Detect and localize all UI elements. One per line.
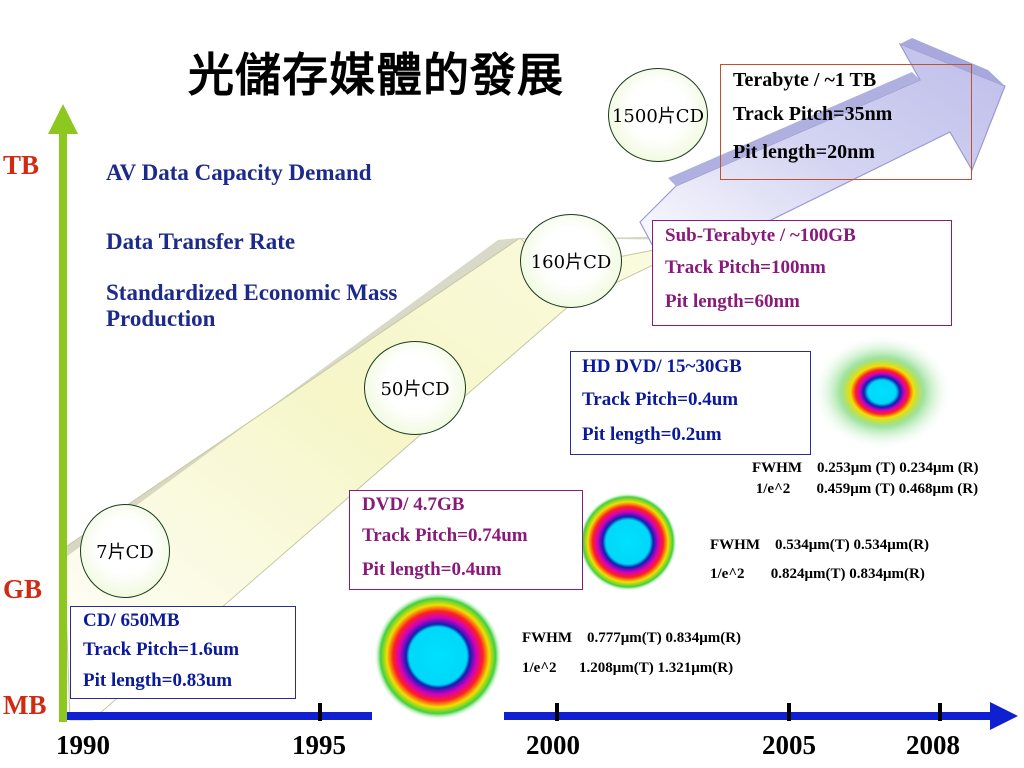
axis-label-gb: GB (3, 574, 43, 604)
cd-equivalent-circle-50: 50片CD (364, 341, 466, 435)
cd-spot-1e2: 1/e^2 1.208μm(T) 1.321μm(R) (522, 660, 734, 676)
cd-equivalent-circle-1500: 1500片CD (608, 68, 708, 162)
demand-transfer-rate: Data Transfer Rate (106, 229, 296, 254)
subterabyte-spec-track-pitch: Track Pitch=100nm (665, 257, 826, 278)
dvd-spec-track-pitch: Track Pitch=0.74um (362, 525, 528, 546)
hddvd-spec-capacity: HD DVD/ 15~30GB (582, 356, 742, 377)
demand-mass-production-line1: Standardized Economic Mass (106, 280, 398, 305)
vertical-axis (48, 104, 78, 722)
demand-capacity: AV Data Capacity Demand (106, 160, 372, 185)
hddvd-beam-spot-image (812, 334, 956, 452)
terabyte-spec-capacity: Terabyte / ~1 TB (733, 69, 877, 91)
axis-label-tb: TB (3, 150, 40, 180)
year-label: 2000 (526, 730, 580, 760)
cd-spec-track-pitch: Track Pitch=1.6um (83, 639, 240, 660)
horizontal-axis (67, 702, 1018, 730)
hddvd-spec-track-pitch: Track Pitch=0.4um (582, 389, 739, 410)
dvd-spec-box: DVD/ 4.7GB Track Pitch=0.74um Pit length… (349, 490, 583, 590)
cd-beam-spot-image (372, 590, 504, 720)
dvd-spot-1e2: 1/e^2 0.824μm(T) 0.834μm(R) (710, 566, 925, 582)
cd-spot-fwhm: FWHM 0.777μm(T) 0.834μm(R) (522, 630, 742, 646)
year-label: 1995 (292, 730, 346, 760)
page-title: 光儲存媒體的發展 (188, 48, 564, 102)
terabyte-spec-track-pitch: Track Pitch=35nm (733, 103, 893, 125)
subterabyte-spec-pit-length: Pit length=60nm (665, 291, 800, 312)
axis-label-mb: MB (3, 690, 47, 720)
demand-mass-production: Standardized Economic Mass Production (106, 280, 397, 332)
hddvd-spot-1e2: 1/e^2 0.459μm (T) 0.468μm (R) (752, 481, 979, 497)
demand-mass-production-line2: Production (106, 306, 216, 331)
cd-equivalent-circle-160: 160片CD (520, 214, 622, 308)
hddvd-spec-box: HD DVD/ 15~30GB Track Pitch=0.4um Pit le… (570, 351, 811, 455)
terabyte-spec-box: Terabyte / ~1 TB Track Pitch=35nm Pit le… (720, 64, 972, 180)
dvd-beam-spot-image (578, 492, 678, 592)
year-label: 2005 (762, 730, 816, 760)
dvd-spot-fwhm: FWHM 0.534μm(T) 0.534μm(R) (710, 537, 930, 553)
terabyte-spec-pit-length: Pit length=20nm (733, 141, 875, 163)
hddvd-spot-fwhm: FWHM 0.253μm (T) 0.234μm (R) (752, 460, 979, 476)
cd-spec-box: CD/ 650MB Track Pitch=1.6um Pit length=0… (70, 606, 296, 699)
hddvd-spec-pit-length: Pit length=0.2um (582, 424, 722, 445)
dvd-spec-pit-length: Pit length=0.4um (362, 559, 502, 580)
subterabyte-spec-box: Sub-Terabyte / ~100GB Track Pitch=100nm … (652, 220, 952, 326)
cd-equivalent-circle-7: 7片CD (80, 504, 170, 598)
cd-spec-capacity: CD/ 650MB (83, 610, 180, 631)
dvd-spec-capacity: DVD/ 4.7GB (362, 494, 465, 515)
year-label: 2008 (906, 730, 960, 760)
terabyte-arrow (639, 38, 1006, 271)
year-label: 1990 (56, 730, 110, 760)
cd-spec-pit-length: Pit length=0.83um (83, 670, 233, 691)
subterabyte-spec-capacity: Sub-Terabyte / ~100GB (665, 225, 856, 246)
